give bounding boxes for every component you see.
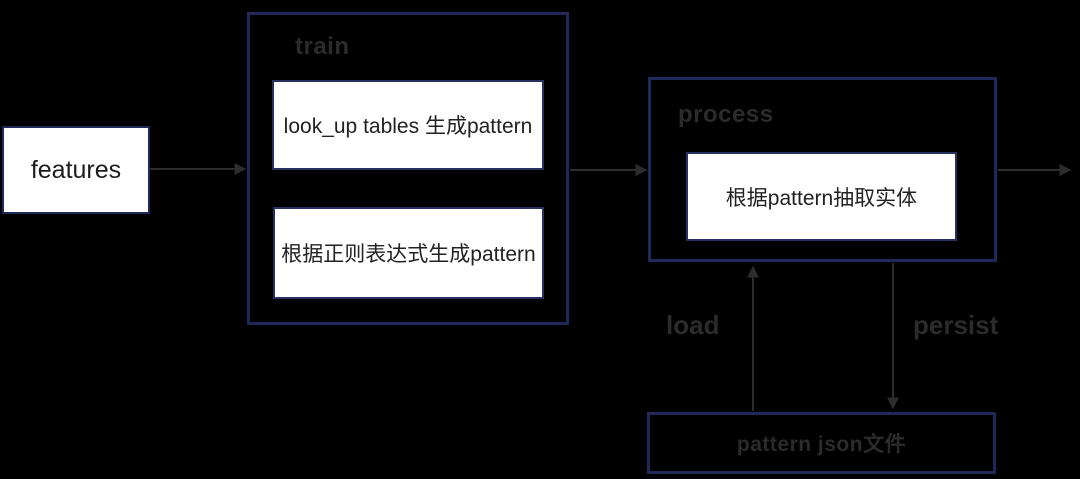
node-regex-pattern-label: 根据正则表达式生成pattern: [281, 243, 536, 266]
group-train-label: train: [295, 33, 350, 60]
group-process-label: process: [678, 101, 774, 128]
edge-label-persist: persist: [913, 310, 999, 340]
node-pattern-json-file: pattern json文件: [647, 412, 996, 474]
node-extract-entities-label: 根据pattern抽取实体: [725, 186, 918, 210]
node-extract-entities: 根据pattern抽取实体: [686, 152, 957, 241]
node-pattern-json-file-label: pattern json文件: [736, 433, 907, 456]
node-features-label: features: [30, 155, 122, 184]
node-features: features: [2, 126, 150, 214]
node-lookup-tables-pattern: look_up tables 生成pattern: [272, 80, 544, 170]
node-lookup-tables-pattern-label: look_up tables 生成pattern: [283, 115, 533, 138]
node-regex-pattern: 根据正则表达式生成pattern: [273, 207, 544, 299]
edge-label-load: load: [666, 310, 720, 340]
group-train: train look_up tables 生成pattern 根据正则表达式生成…: [247, 12, 569, 325]
group-process: process 根据pattern抽取实体: [648, 77, 997, 262]
